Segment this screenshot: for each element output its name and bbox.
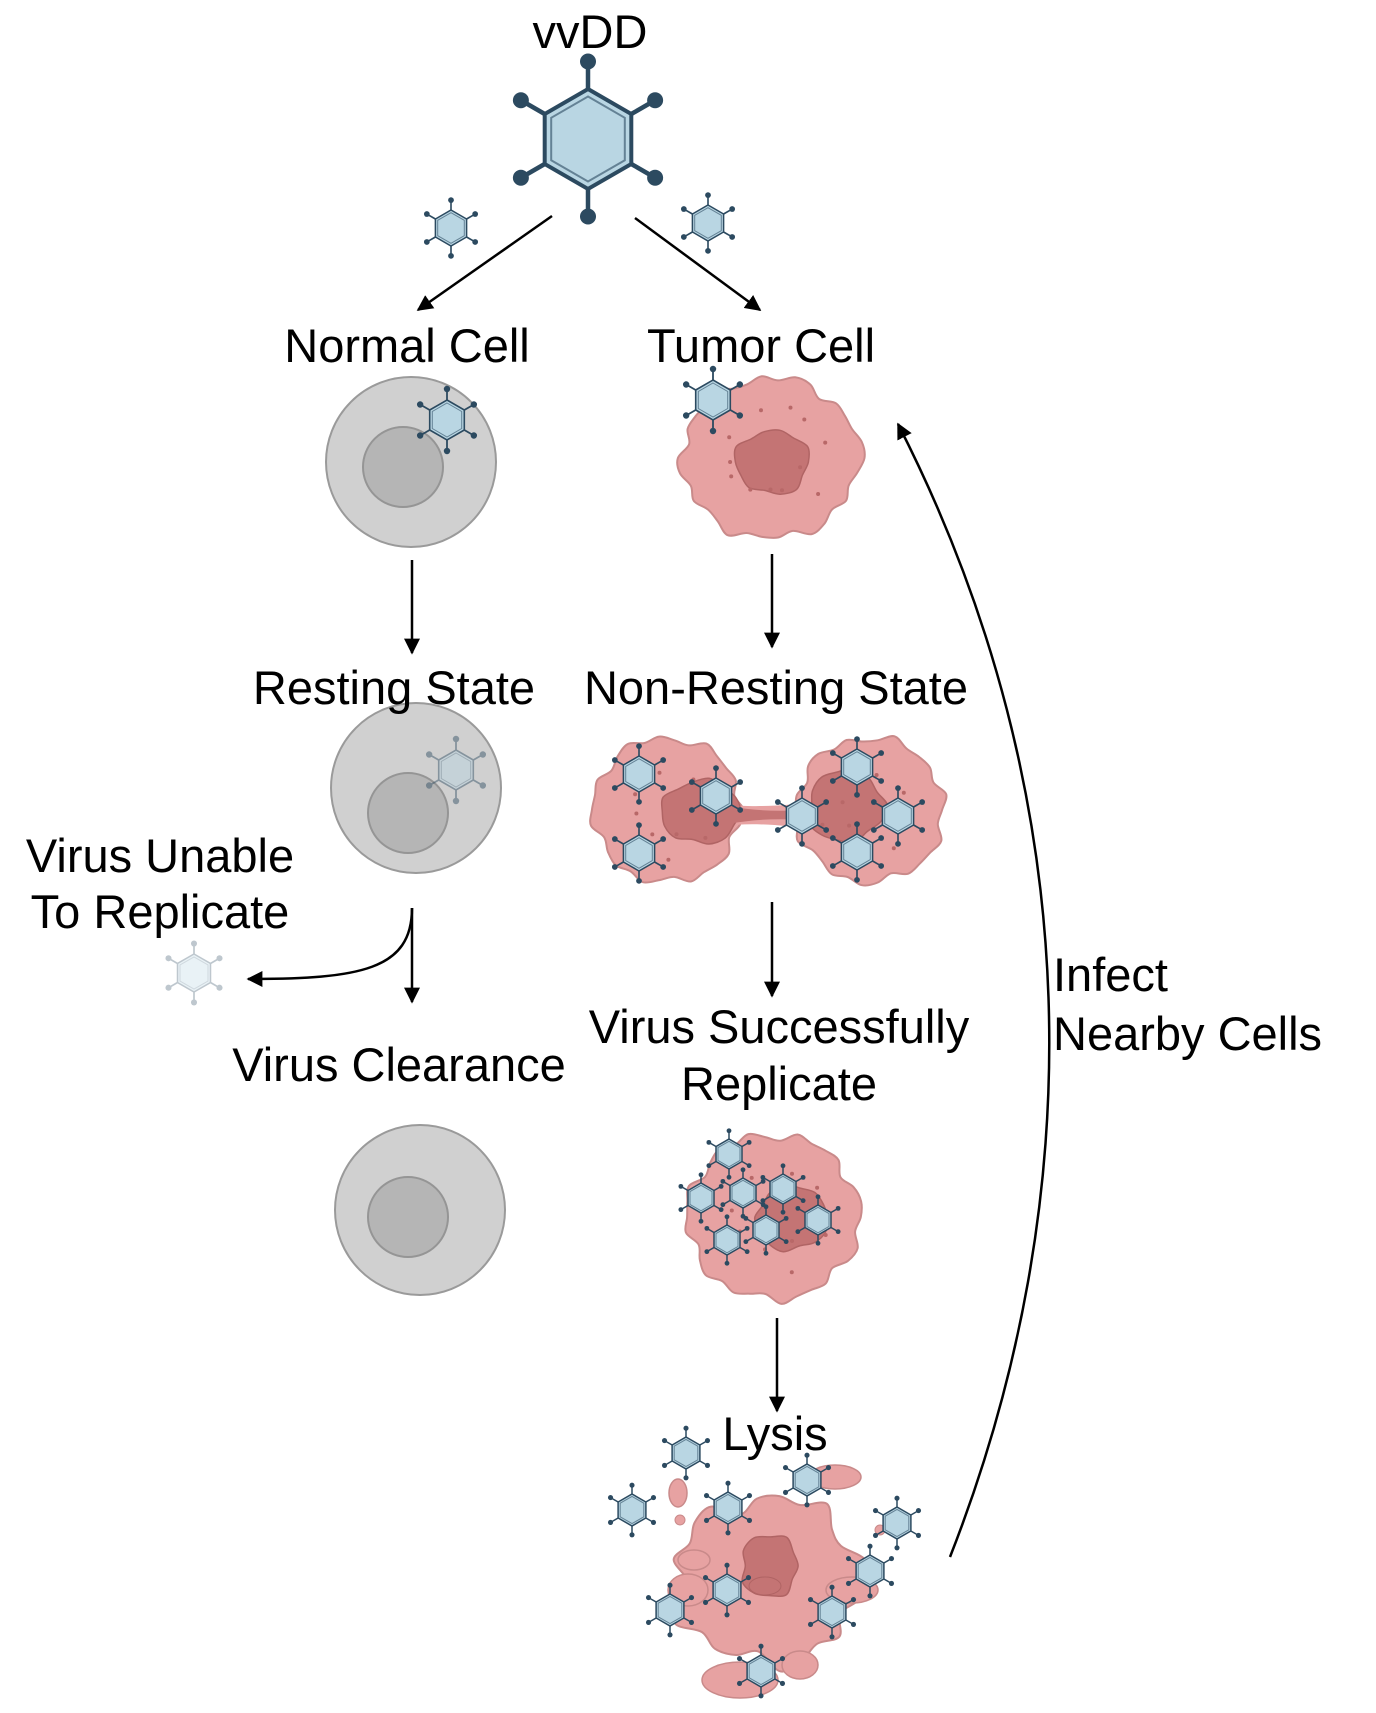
infect-label-line1: Infect — [1053, 948, 1168, 1001]
speckle — [634, 811, 639, 816]
speckle — [650, 832, 655, 837]
title-vvdd: vvDD — [532, 5, 648, 58]
virus-icon — [870, 785, 926, 847]
arrow-infect-nearby-cells — [896, 422, 1051, 1558]
virus-icon — [829, 821, 885, 883]
virus-icon — [807, 1584, 857, 1640]
virus-icon — [706, 1128, 752, 1180]
speckle — [847, 823, 852, 828]
speckle — [891, 846, 896, 851]
resting-state-cell — [330, 702, 502, 874]
non-resting-state-label: Non-Resting State — [583, 661, 969, 714]
speckle — [728, 460, 733, 464]
speckle — [802, 417, 807, 422]
speckle — [790, 1239, 794, 1243]
speckle — [789, 1270, 794, 1275]
speckle — [874, 773, 879, 777]
virus-icon — [611, 822, 667, 884]
speckle — [727, 435, 732, 440]
speckle — [820, 822, 825, 827]
speckle — [633, 792, 638, 797]
resting-state-label: Resting State — [252, 661, 536, 714]
speckle — [823, 440, 828, 445]
virus-icon — [760, 1163, 806, 1215]
speckle — [815, 1185, 820, 1190]
virus-icon — [704, 1214, 750, 1266]
arrow-virus-to-tumor — [634, 216, 762, 312]
lysed-cell-fragments — [667, 1464, 886, 1699]
virus-icon — [607, 1482, 657, 1538]
virus-icon — [829, 736, 885, 798]
virus-clearance-label: Virus Clearance — [232, 1038, 566, 1091]
cleared-cell — [334, 1124, 506, 1296]
normal-cell-label: Normal Cell — [284, 319, 530, 372]
fragment — [674, 1514, 686, 1526]
speckle — [759, 408, 763, 413]
speckle — [768, 487, 773, 492]
virus-icon — [782, 1452, 832, 1508]
virus-icon — [661, 1425, 711, 1481]
virus-icon — [736, 1643, 786, 1699]
virus-icon — [845, 1543, 895, 1599]
virus-icon — [872, 1495, 922, 1551]
virus-icon — [688, 765, 744, 827]
speckle — [749, 1175, 754, 1180]
fragment — [668, 1478, 688, 1508]
virus-icon — [682, 365, 744, 435]
speckle — [780, 488, 784, 493]
speckle — [901, 790, 906, 795]
arrow-virus-to-normal — [416, 214, 553, 312]
speckle — [729, 1208, 734, 1213]
speckle — [657, 770, 662, 775]
faded-virus-icon — [425, 735, 487, 805]
speckle — [666, 857, 671, 862]
virus-icon — [795, 1194, 841, 1246]
virus-replicate-label-line1: Virus Successfully — [588, 1000, 970, 1053]
speckle — [729, 474, 734, 479]
fragment — [781, 1650, 819, 1680]
arrow-resting-to-unable — [246, 907, 414, 987]
speckle — [748, 487, 753, 492]
normal-cell — [325, 376, 497, 548]
tumor-cell-label: Tumor Cell — [646, 319, 876, 372]
virus-icon — [416, 385, 478, 455]
virus-unable-label-line2: To Replicate — [30, 885, 290, 938]
lysis-label: Lysis — [722, 1407, 828, 1460]
normal-cells — [325, 376, 506, 1296]
speckle — [798, 465, 803, 470]
faded-virus-icon — [165, 940, 223, 1006]
speckle — [816, 492, 821, 496]
vvdd-virus-icon — [512, 53, 664, 225]
speckle — [788, 405, 793, 410]
virus-icon — [702, 1562, 752, 1618]
speckle — [703, 835, 708, 840]
virus-icon — [774, 785, 830, 847]
speckle — [823, 1233, 828, 1237]
virus-replicate-label-line2: Replicate — [681, 1057, 877, 1110]
fragment — [677, 1549, 711, 1571]
viruses — [165, 53, 926, 1699]
speckle — [674, 832, 679, 837]
virus-icon — [645, 1582, 695, 1638]
virus-icon — [611, 743, 667, 805]
speckle — [790, 1171, 794, 1176]
virus-icon — [703, 1480, 753, 1536]
arrows — [246, 214, 1051, 1558]
virus-icon — [720, 1167, 766, 1219]
virus-icon — [680, 192, 736, 254]
virus-unable-label-line1: Virus Unable — [25, 829, 295, 882]
virus-icon — [423, 197, 479, 259]
virus-icon — [743, 1204, 789, 1256]
fragment — [748, 1576, 782, 1596]
tumor-cell — [676, 375, 866, 539]
virus-icon — [678, 1172, 724, 1224]
speckle — [840, 800, 845, 805]
infect-label-line2: Nearby Cells — [1053, 1007, 1323, 1060]
